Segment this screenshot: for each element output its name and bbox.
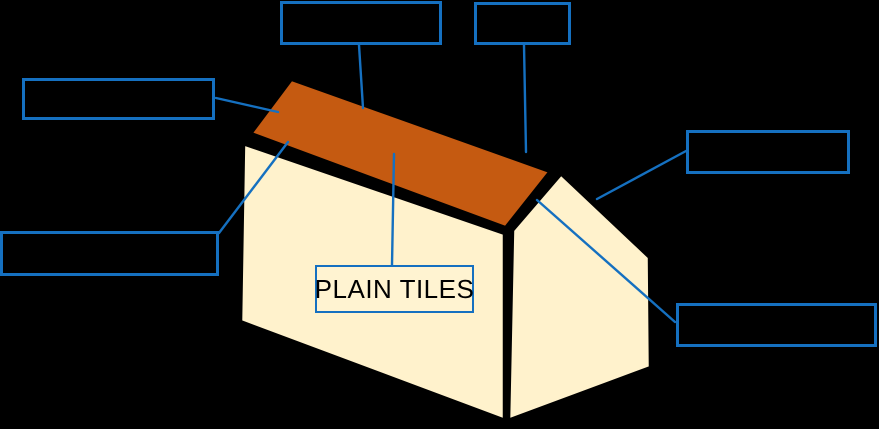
plain-tiles-label-box[interactable]: PLAIN TILES	[315, 265, 474, 313]
answer-box-top-center[interactable]	[280, 1, 442, 45]
house-roof-tiled-slope	[244, 74, 557, 233]
answer-box-bottom-right[interactable]	[676, 303, 877, 347]
leader-line-plain-tiles	[390, 152, 396, 267]
answer-box-top-right[interactable]	[474, 2, 571, 45]
house-gable-end-wall	[505, 169, 654, 425]
leader-line-left-box	[214, 96, 280, 114]
leader-line-right-box	[595, 149, 688, 201]
leader-line-top-center-box	[357, 43, 365, 110]
plain-tiles-label-text: PLAIN TILES	[314, 273, 475, 304]
leader-line-bottom-left-box	[217, 140, 290, 235]
answer-box-left[interactable]	[22, 78, 215, 120]
leader-line-bottom-right-box	[535, 198, 677, 324]
answer-box-bottom-left[interactable]	[0, 231, 219, 276]
answer-box-right[interactable]	[686, 130, 850, 174]
leader-line-top-right-box	[522, 43, 528, 154]
